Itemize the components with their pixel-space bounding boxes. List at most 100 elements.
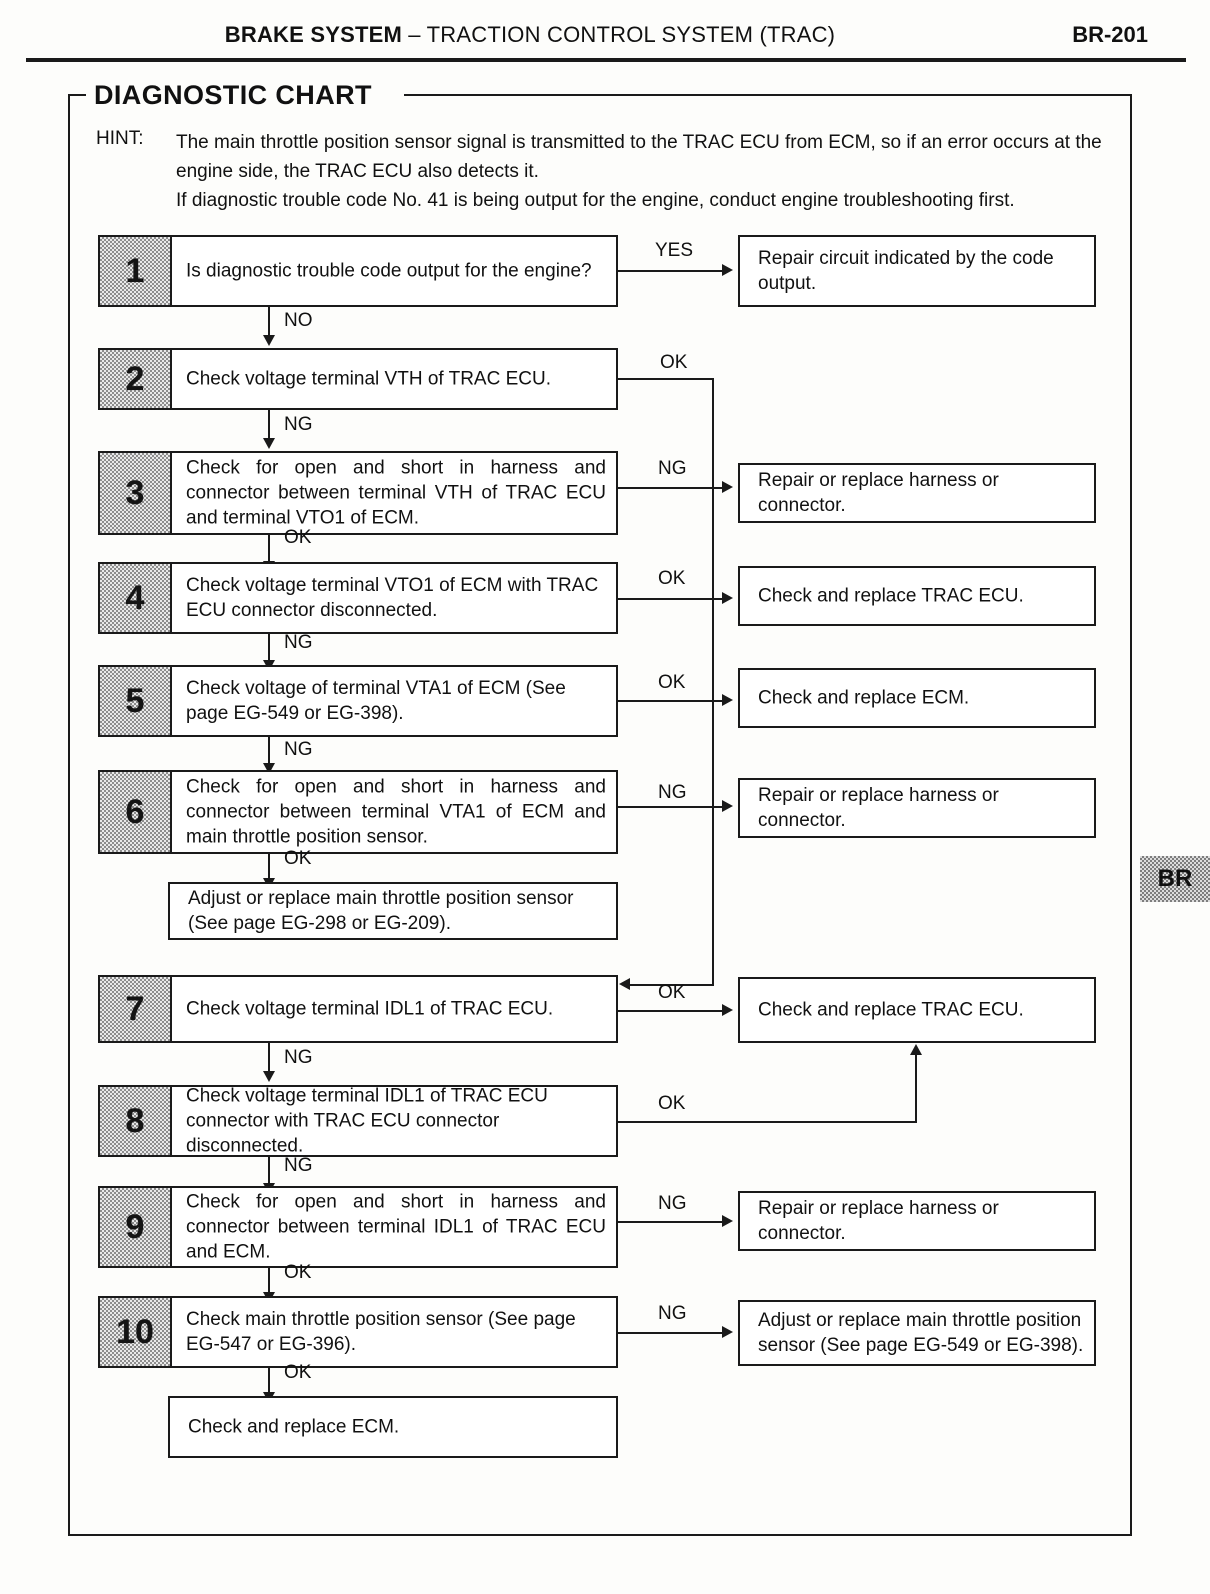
arrow-step9-ng (722, 1215, 733, 1227)
edge-label-step8-ng: NG (284, 1155, 313, 1176)
step-box-3[interactable]: 3 Check for open and short in harness an… (98, 451, 618, 535)
frame-title-gap (86, 84, 404, 106)
connector-step10-ok (268, 1368, 270, 1396)
result-box-step3[interactable]: Repair or replace harness or connector. (738, 463, 1096, 523)
page-header: BRAKE SYSTEM – TRACTION CONTROL SYSTEM (… (0, 22, 1210, 56)
hint-label: HINT: (96, 128, 144, 149)
step-text-5: Check voltage of terminal VTA1 of ECM (S… (186, 678, 566, 724)
step-text-9: Check for open and short in harness and … (186, 1190, 606, 1265)
edge-label-step10-ok: OK (284, 1362, 312, 1383)
connector-step7-ok (618, 1010, 722, 1012)
edge-label-step1-yes: YES (655, 240, 694, 261)
edge-label-step2-ok: OK (660, 352, 688, 373)
result-box-step7[interactable]: Check and replace TRAC ECU. (738, 977, 1096, 1043)
header-title-system: BRAKE SYSTEM (224, 22, 402, 47)
connector-step9-ng (618, 1221, 722, 1223)
step-number-8: 8 (125, 1102, 145, 1140)
result-box-step5[interactable]: Check and replace ECM. (738, 668, 1096, 728)
arrow-step7-ng (263, 1071, 275, 1082)
section-tab-br: BR (1140, 856, 1210, 902)
edge-label-step6-ok: OK (284, 848, 312, 869)
arrow-step6-ng (722, 800, 733, 812)
edge-label-step5-ok: OK (658, 672, 686, 693)
edge-label-step4-ok: OK (658, 568, 686, 589)
step-box-6[interactable]: 6 Check for open and short in harness an… (98, 770, 618, 854)
step-box-8[interactable]: 8 Check voltage terminal IDL1 of TRAC EC… (98, 1085, 618, 1157)
step-number-cell-2: 2 (100, 350, 172, 408)
result-text-step6: Repair or replace harness or connector. (758, 785, 999, 831)
terminal-text-final: Check and replace ECM. (188, 1416, 400, 1438)
step-box-9[interactable]: 9 Check for open and short in harness an… (98, 1186, 618, 1268)
connector-step1-yes (618, 270, 722, 272)
hint-text: The main throttle position sensor signal… (176, 128, 1106, 215)
terminal-box-after-step6[interactable]: Adjust or replace main throttle position… (168, 882, 618, 940)
result-box-step10[interactable]: Adjust or replace main throttle position… (738, 1300, 1096, 1366)
connector-step2-ok-v (712, 378, 714, 986)
arrow-step4-ok (722, 592, 733, 604)
edge-label-step1-no: NO (284, 310, 313, 331)
step-number-cell-9: 9 (100, 1188, 172, 1266)
connector-step3-ng (618, 487, 722, 489)
edge-label-step3-ok: OK (284, 527, 312, 548)
step-number-6: 6 (125, 793, 145, 831)
page-number: BR-201 (1072, 22, 1148, 47)
step-text-2: Check voltage terminal VTH of TRAC ECU. (186, 368, 551, 390)
step-text-8: Check voltage terminal IDL1 of TRAC ECU … (186, 1085, 548, 1157)
step-box-4[interactable]: 4 Check voltage terminal VTO1 of ECM wit… (98, 562, 618, 634)
edge-label-step9-ng: NG (658, 1193, 687, 1214)
arrow-step2-ok-into-step7 (619, 978, 630, 990)
section-tab-label: BR (1157, 865, 1193, 892)
connector-step2-ok-return (630, 984, 714, 986)
edge-label-step9-ok: OK (284, 1262, 312, 1283)
connector-step6-ok (268, 854, 270, 882)
step-text-1: Is diagnostic trouble code output for th… (186, 260, 592, 282)
result-box-step9[interactable]: Repair or replace harness or connector. (738, 1191, 1096, 1251)
arrow-step5-ng (263, 763, 275, 774)
edge-label-step7-ok: OK (658, 982, 686, 1003)
result-text-step9: Repair or replace harness or connector. (758, 1198, 999, 1244)
arrow-step2-ng (263, 438, 275, 449)
result-text-step5: Check and replace ECM. (758, 687, 970, 709)
result-text-step7: Check and replace TRAC ECU. (758, 999, 1024, 1021)
edge-label-step10-ng: NG (658, 1303, 687, 1324)
step-text-6-content: Check for open and short in harness and … (186, 776, 606, 848)
step-number-cell-1: 1 (100, 237, 172, 305)
diagnostic-chart-frame (68, 94, 1132, 1536)
step-box-1[interactable]: 1 Is diagnostic trouble code output for … (98, 235, 618, 307)
connector-step4-ng (268, 634, 270, 664)
result-box-step1[interactable]: Repair circuit indicated by the code out… (738, 235, 1096, 307)
connector-step2-ok-h (618, 378, 714, 380)
result-box-step6[interactable]: Repair or replace harness or connector. (738, 778, 1096, 838)
edge-label-step5-ng: NG (284, 739, 313, 760)
step-number-2: 2 (125, 360, 145, 398)
header-divider (26, 58, 1186, 62)
step-box-5[interactable]: 5 Check voltage of terminal VTA1 of ECM … (98, 665, 618, 737)
step-text-10: Check main throttle position sensor (See… (186, 1309, 576, 1355)
arrow-step7-ok (722, 1004, 733, 1016)
header-title-dash: – (402, 22, 427, 47)
step-box-2[interactable]: 2 Check voltage terminal VTH of TRAC ECU… (98, 348, 618, 410)
arrow-step3-ng (722, 481, 733, 493)
connector-step8-ok-v (915, 1055, 917, 1121)
connector-step9-ok (268, 1268, 270, 1296)
result-text-step3: Repair or replace harness or connector. (758, 470, 999, 516)
edge-label-step4-ng: NG (284, 632, 313, 653)
step-number-cell-4: 4 (100, 564, 172, 632)
connector-step8-ok-h (618, 1121, 917, 1123)
step-text-4: Check voltage terminal VTO1 of ECM with … (186, 575, 599, 621)
step-number-cell-7: 7 (100, 977, 172, 1041)
connector-step8-ng (268, 1157, 270, 1187)
header-title: BRAKE SYSTEM – TRACTION CONTROL SYSTEM (… (0, 22, 1060, 48)
connector-step2-ng (268, 410, 270, 442)
terminal-box-final[interactable]: Check and replace ECM. (168, 1396, 618, 1458)
connector-step5-ok (618, 700, 722, 702)
step-number-cell-5: 5 (100, 667, 172, 735)
step-box-10[interactable]: 10 Check main throttle position sensor (… (98, 1296, 618, 1368)
step-number-cell-10: 10 (100, 1298, 172, 1366)
step-text-3: Check for open and short in harness and … (186, 456, 606, 531)
step-box-7[interactable]: 7 Check voltage terminal IDL1 of TRAC EC… (98, 975, 618, 1043)
step-number-10: 10 (116, 1313, 154, 1351)
result-box-step4[interactable]: Check and replace TRAC ECU. (738, 566, 1096, 626)
edge-label-step8-ok: OK (658, 1093, 686, 1114)
